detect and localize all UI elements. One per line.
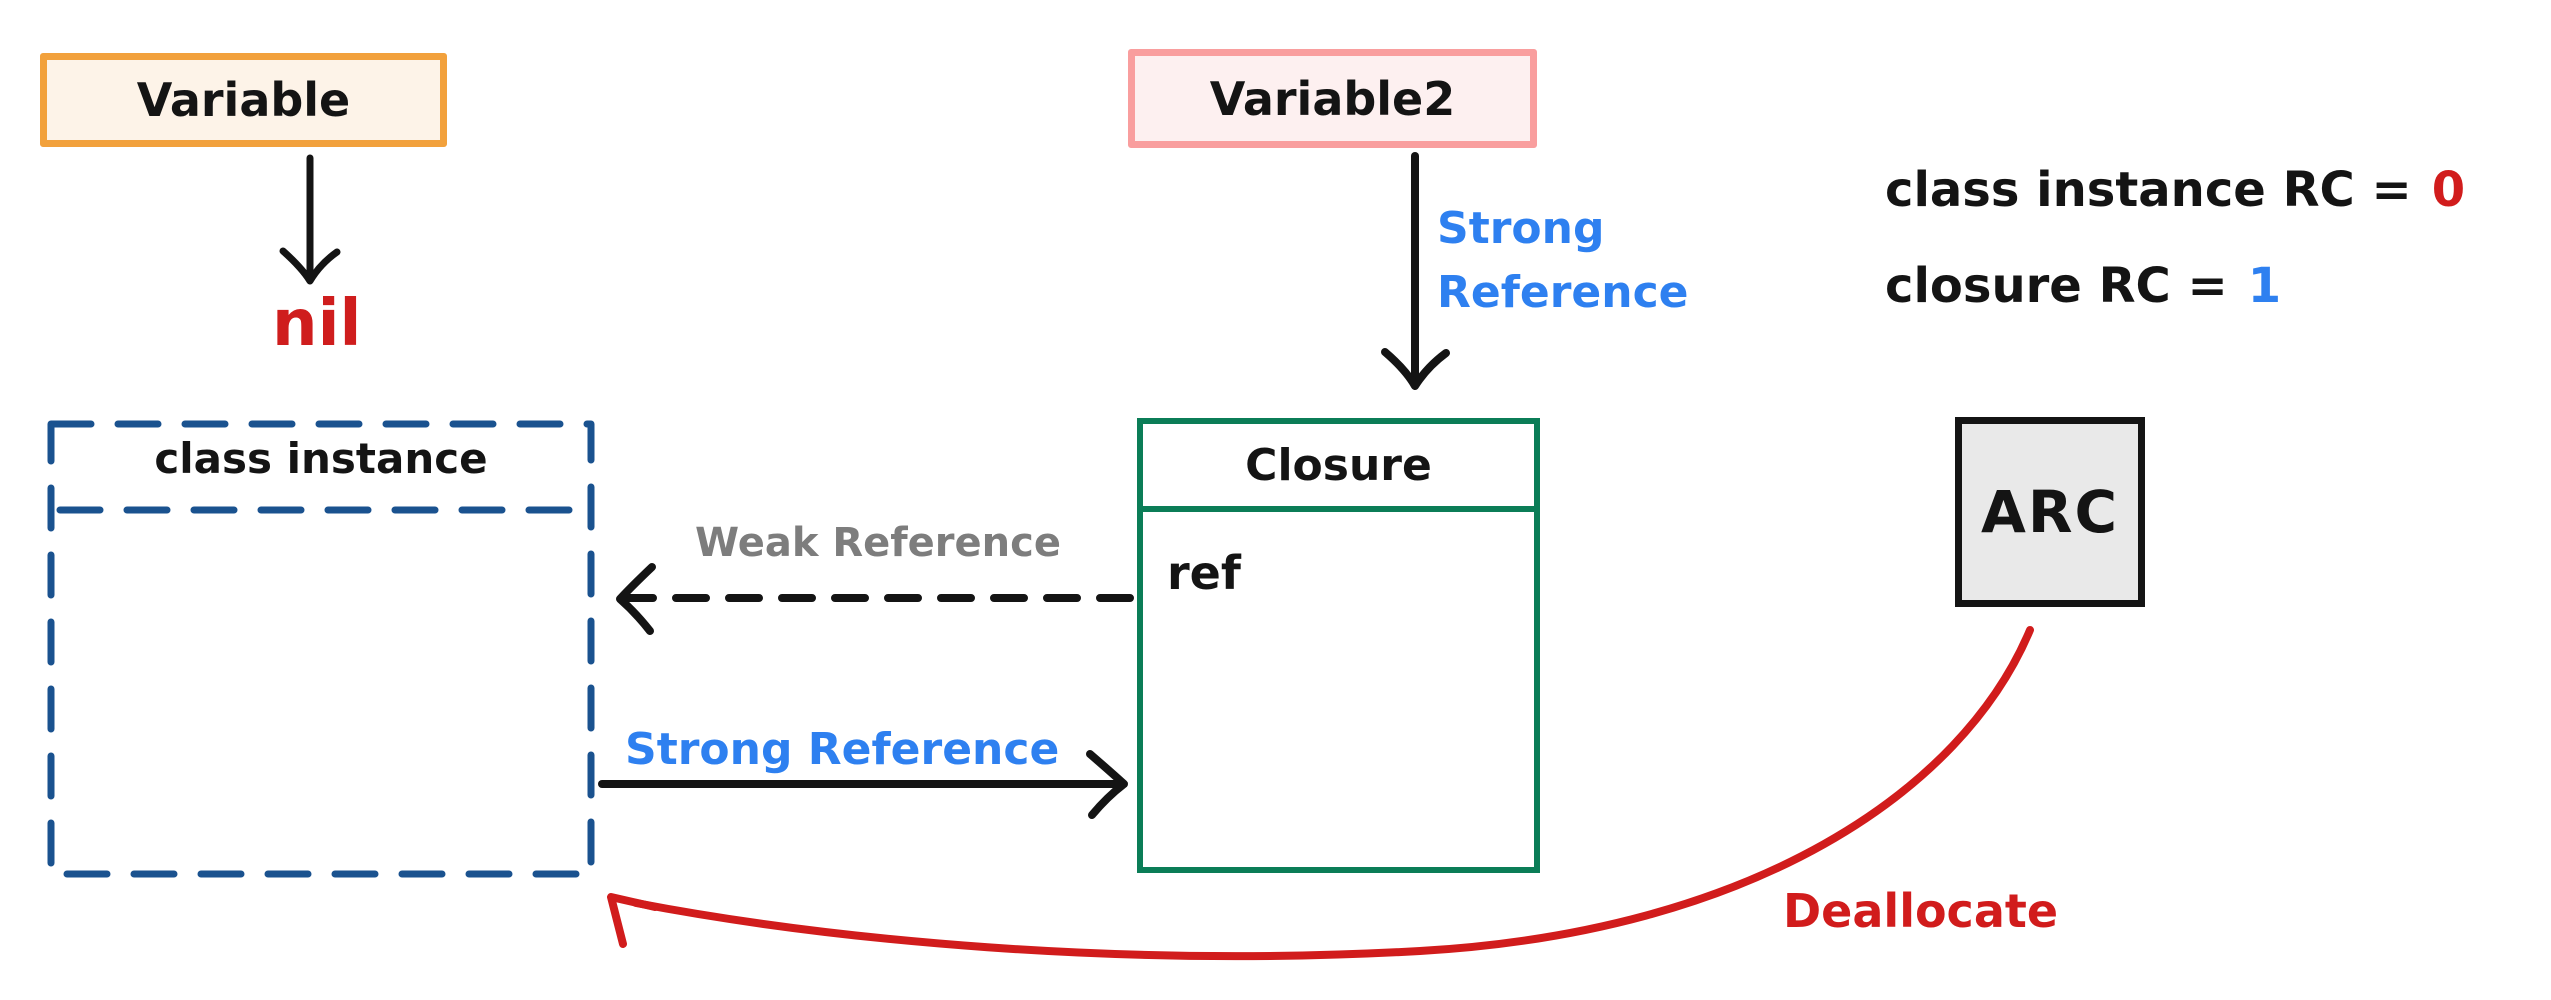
nil-label: nil (272, 287, 362, 361)
closure-ref-field: ref (1167, 546, 1241, 600)
variable-to-nil-arrow (279, 154, 341, 285)
weak-reference-label: Weak Reference (695, 520, 1061, 566)
closure-box-header: Closure (1143, 424, 1534, 512)
variable-box: Variable (40, 53, 447, 147)
arc-box: ARC (1955, 417, 2145, 607)
strong-reference-vertical-label: Strong Reference (1437, 197, 1689, 325)
closure-box-title: Closure (1245, 439, 1432, 491)
variable2-box: Variable2 (1128, 49, 1537, 148)
closure-rc-text: closure RC = (1885, 258, 2228, 314)
class-instance-dashed-box (47, 420, 595, 878)
weak-reference-arrow (616, 563, 1134, 635)
variable-box-label: Variable (136, 73, 351, 127)
class-instance-rc-value: 0 (2431, 162, 2466, 218)
class-instance-rc-annotation: class instance RC =0 (1885, 166, 2465, 214)
strong-reference-horizontal-label: Strong Reference (625, 724, 1060, 775)
class-instance-rc-text: class instance RC = (1885, 162, 2412, 218)
class-instance-label: class instance (154, 434, 488, 483)
closure-rc-annotation: closure RC =1 (1885, 262, 2281, 310)
arc-box-label: ARC (1980, 478, 2120, 546)
variable2-box-label: Variable2 (1209, 71, 1456, 126)
strong-reference-vertical-line2: Reference (1437, 266, 1689, 318)
deallocate-label: Deallocate (1783, 884, 2059, 938)
closure-rc-value: 1 (2247, 258, 2282, 314)
strong-reference-vertical-line1: Strong (1437, 203, 1605, 254)
closure-box: Closure ref (1137, 418, 1540, 873)
